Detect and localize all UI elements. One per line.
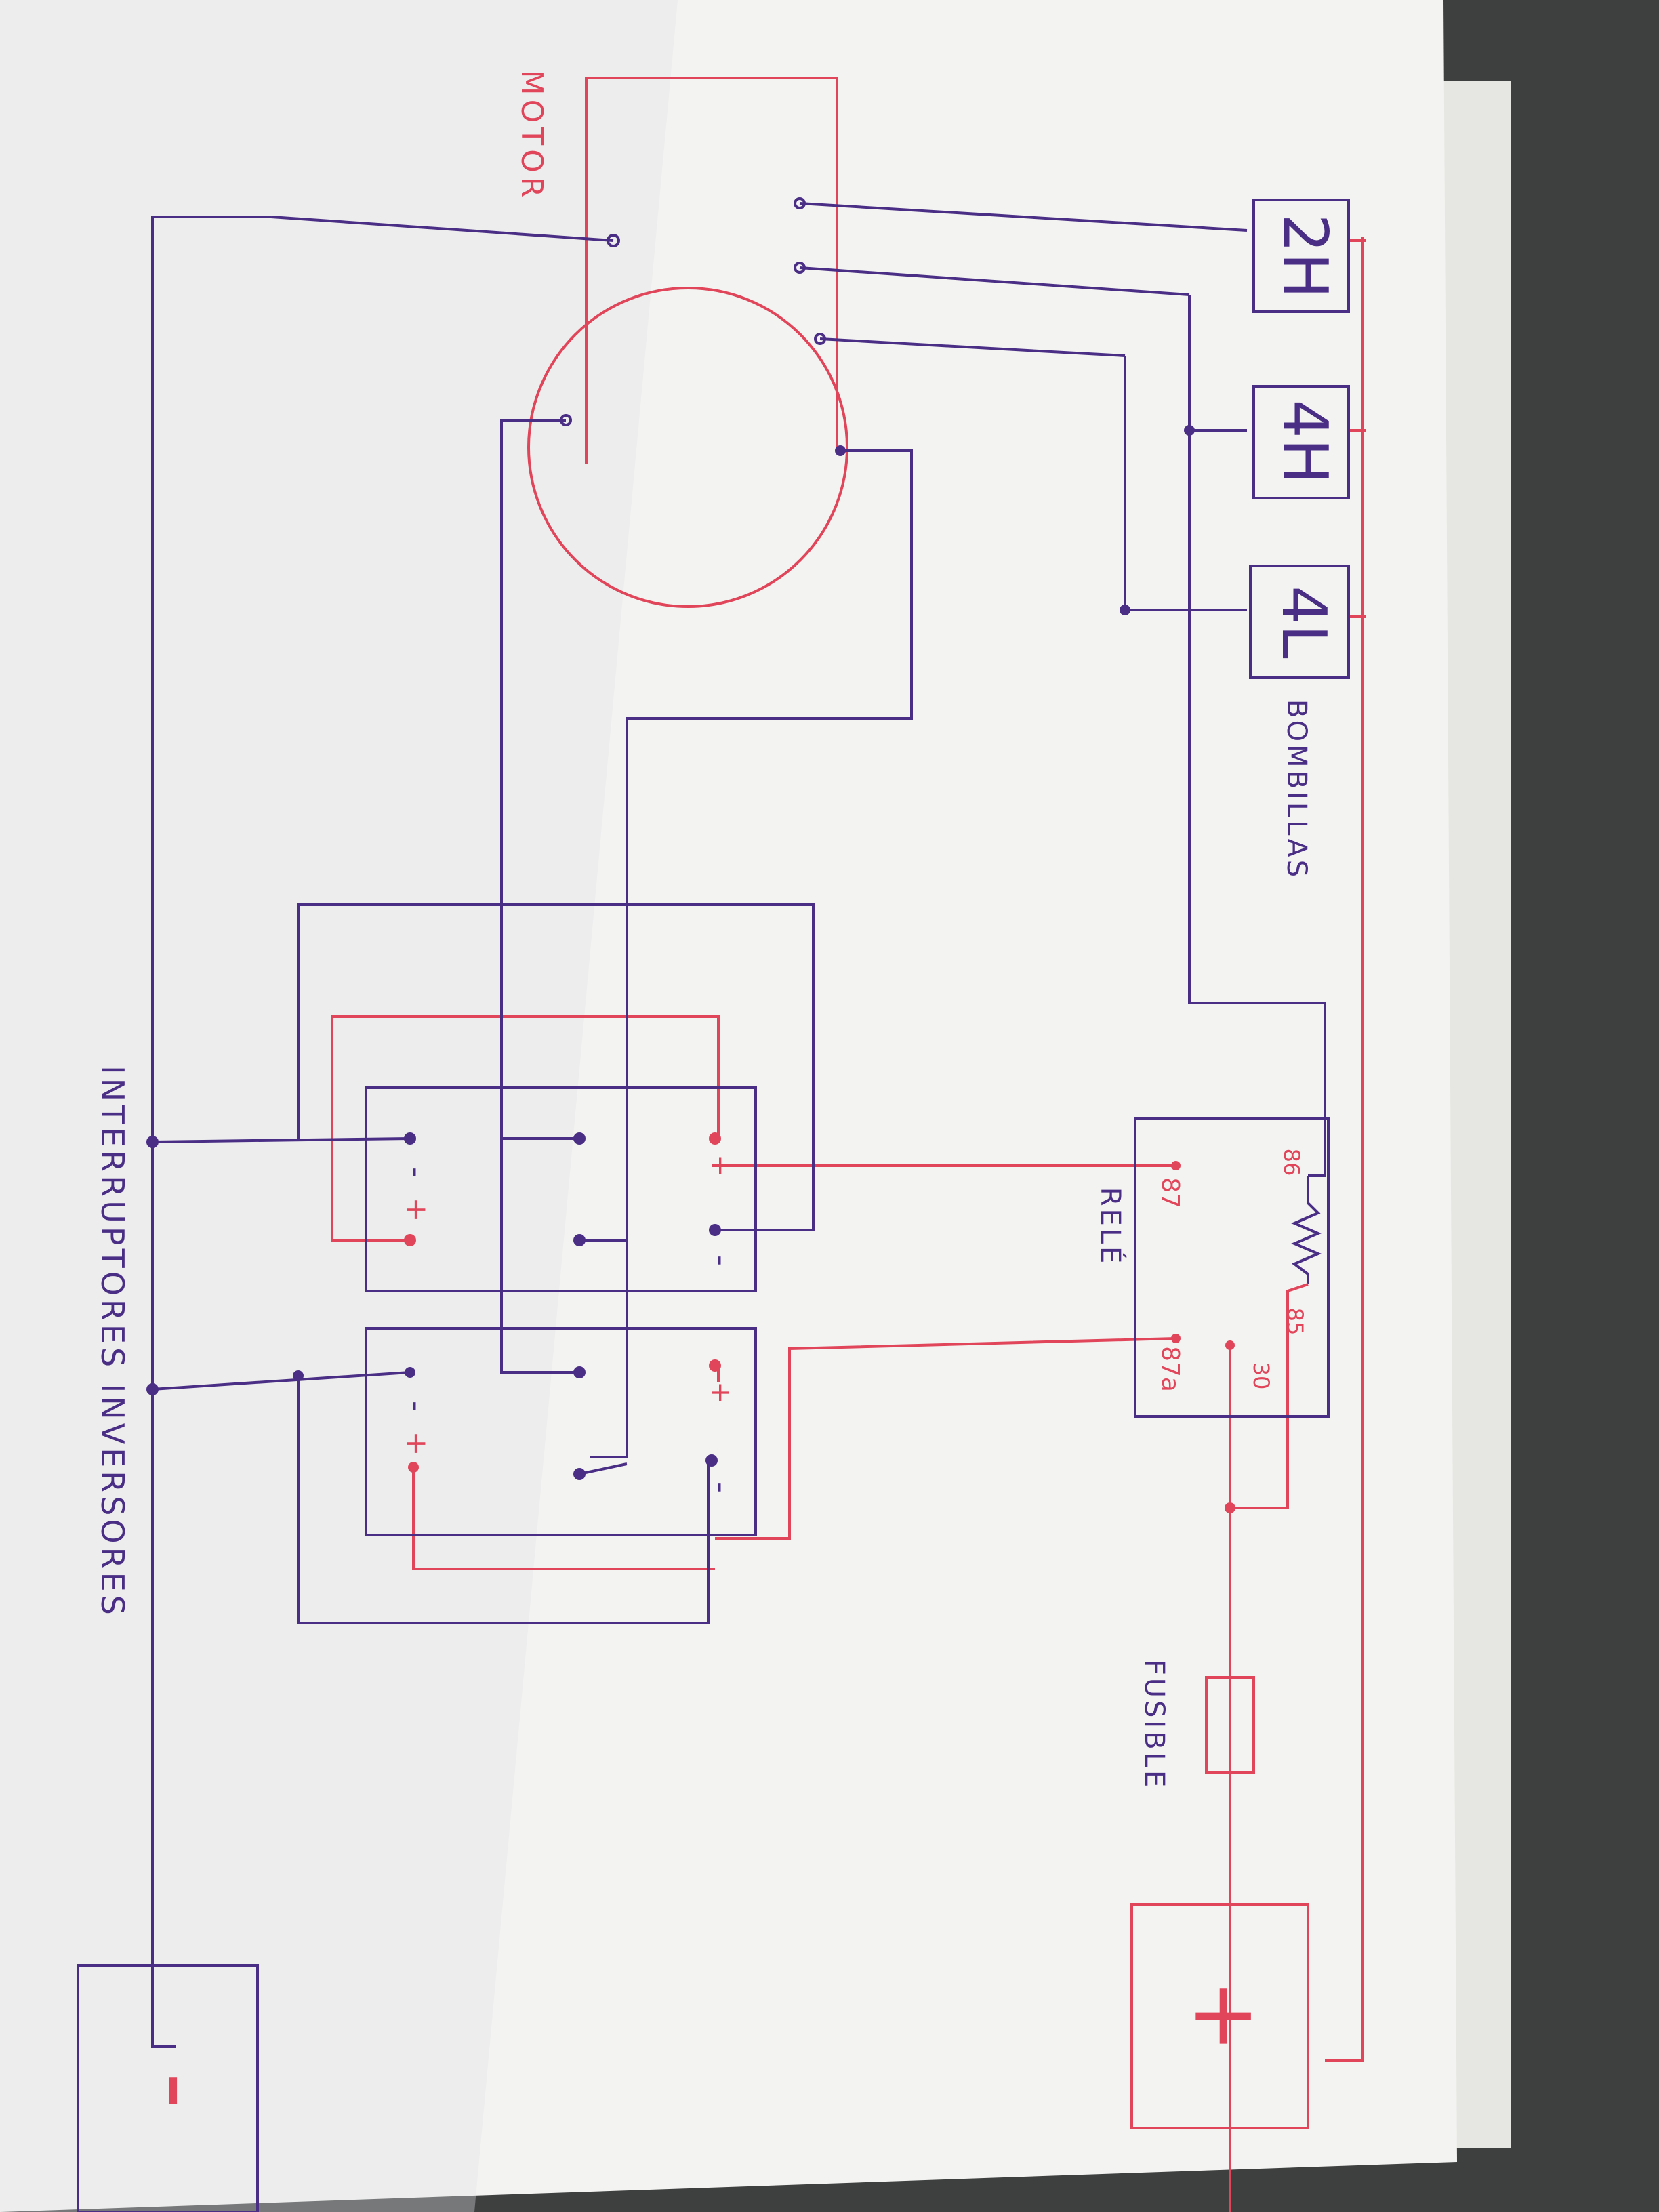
- svg-text:-: -: [704, 1482, 739, 1493]
- terminals: [146, 197, 1235, 1513]
- pin-86: 86: [1279, 1149, 1305, 1176]
- svg-text:-: -: [399, 1401, 434, 1412]
- motor-label: MOTOR: [514, 70, 549, 202]
- interruptores-label: INTERRUPTORES INVERSORES: [94, 1065, 131, 1618]
- bulb-4h: 4H: [1252, 385, 1350, 499]
- pin-87: 87: [1156, 1177, 1184, 1208]
- battery-negative: -: [77, 1964, 259, 2212]
- svg-text:+: +: [705, 1154, 736, 1177]
- paper-shadow: [0, 0, 678, 2212]
- fusible-label: FUSIBLE: [1139, 1660, 1170, 1790]
- motor-circle: [527, 287, 848, 608]
- svg-text:-: -: [704, 1255, 739, 1266]
- switch-signs: - + + - - + + -: [399, 1154, 739, 1493]
- pin-87a: 87a: [1156, 1346, 1184, 1392]
- svg-text:-: -: [399, 1167, 434, 1178]
- pin-85: 85: [1282, 1308, 1308, 1336]
- pin-30: 30: [1248, 1362, 1274, 1390]
- relay: 86 85 30 87 87a: [1134, 1117, 1330, 1418]
- svg-text:+: +: [399, 1197, 434, 1223]
- paper-sheet: [0, 0, 1457, 2212]
- svg-text:+: +: [399, 1431, 434, 1456]
- bulb-4l: 4L: [1249, 565, 1350, 679]
- bombillas-label: BOMBILLAS: [1281, 699, 1312, 880]
- svg-text:+: +: [1174, 1980, 1277, 2053]
- purple-wires: [151, 202, 1326, 2048]
- svg-text:-: -: [121, 2072, 239, 2109]
- svg-text:4L: 4L: [1268, 586, 1339, 658]
- fuse: [1205, 1676, 1255, 1774]
- battery-positive: +: [1130, 1903, 1309, 2129]
- svg-text:4H: 4H: [1269, 400, 1340, 485]
- svg-text:2H: 2H: [1269, 214, 1340, 299]
- rele-label: RELÉ: [1094, 1187, 1127, 1267]
- svg-text:+: +: [705, 1381, 736, 1404]
- bulb-2h: 2H: [1252, 199, 1350, 313]
